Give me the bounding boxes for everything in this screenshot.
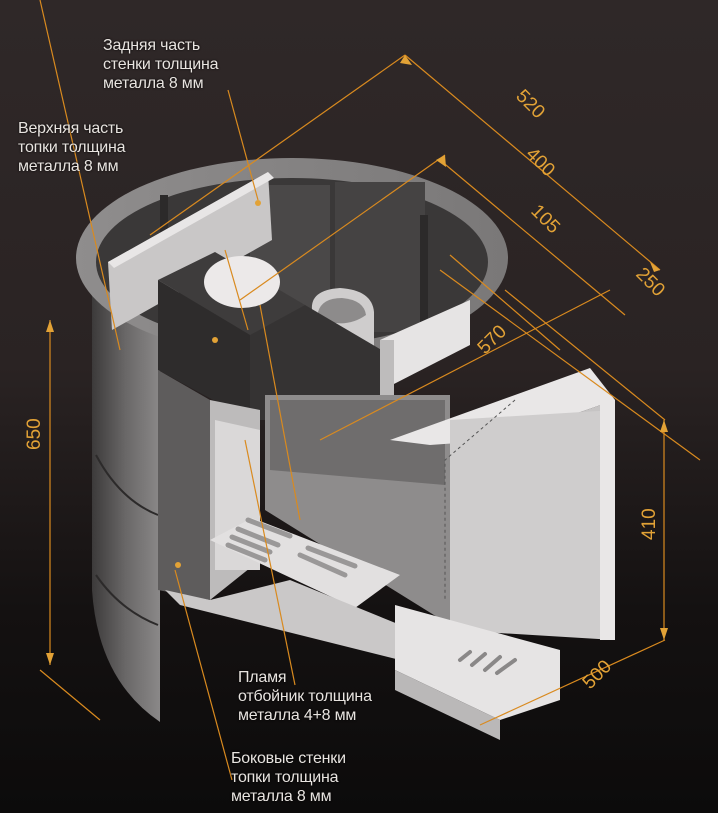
callout-line: металла 8 мм [231, 788, 332, 805]
callout-side-walls: Боковые стенки топки толщина металла 8 м… [231, 749, 346, 806]
dim-410: 410 [639, 508, 660, 540]
side-wall-left [158, 370, 210, 600]
side-wall-right [450, 410, 615, 640]
callout-line: Боковые стенки [231, 750, 346, 767]
callout-line: Пламя [238, 669, 287, 686]
back-wall-plate [108, 172, 272, 330]
callout-line: отбойник толщина [238, 688, 372, 705]
grate [210, 518, 400, 608]
callout-back-wall: Задняя часть стенки толщина металла 8 мм [103, 36, 219, 93]
callout-line: металла 8 мм [103, 75, 204, 92]
dim-105: 105 [526, 201, 563, 238]
tray-slots [458, 650, 517, 675]
callout-line: металла 4+8 мм [238, 707, 357, 724]
dim-520: 520 [511, 86, 548, 123]
callout-line: металла 8 мм [18, 158, 119, 175]
cylinder-shell [92, 285, 160, 722]
dimension-lines [39, 0, 701, 781]
callout-line: Задняя часть [103, 37, 201, 54]
dimension-arrows [46, 55, 668, 665]
callout-line: стенки толщина [103, 56, 219, 73]
flue-opening [204, 256, 280, 308]
hood [390, 368, 615, 445]
callout-top-firebox: Верхняя часть топки толщина металла 8 мм [18, 119, 126, 176]
callout-line: Верхняя часть [18, 120, 124, 137]
callout-flame-deflector: Пламя отбойник толщина металла 4+8 мм [238, 668, 372, 725]
dim-400: 400 [521, 144, 558, 181]
dim-250: 250 [631, 264, 668, 301]
cylinder-seam [95, 454, 159, 516]
dim-650: 650 [24, 418, 45, 450]
dim-500: 500 [579, 656, 616, 693]
grate-slots [225, 517, 358, 578]
dim-570: 570 [474, 321, 511, 358]
callout-line: топки толщина [18, 139, 126, 156]
callout-line: топки толщина [231, 769, 339, 786]
